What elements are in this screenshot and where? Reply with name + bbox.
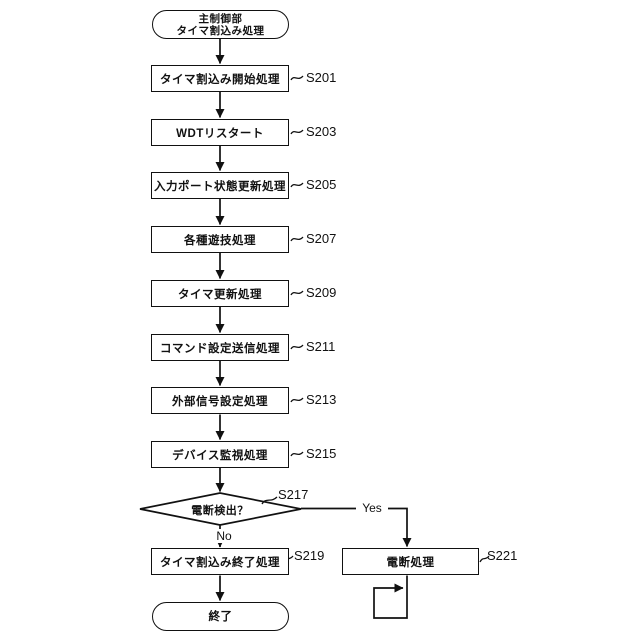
loop-connector [373, 575, 408, 619]
no-branch-label: No [209, 529, 239, 543]
step-box-s207: 各種遊技処理 [151, 226, 289, 253]
end-terminal: 終了 [152, 602, 289, 631]
step-box-s205: 入力ポート状態更新処理 [151, 172, 289, 199]
step-id-s207: S207 [306, 231, 337, 246]
step-box-s209: タイマ更新処理 [151, 280, 289, 307]
step-box-s219: タイマ割込み終了処理 [151, 548, 289, 575]
squiggle-s207 [290, 236, 304, 242]
step-id-s211: S211 [306, 339, 336, 354]
step-box-s211: コマンド設定送信処理 [151, 334, 289, 361]
step-id-s201: S201 [306, 70, 337, 85]
squiggle-s201 [290, 75, 304, 81]
decision-label: 電断検出？ [191, 505, 249, 517]
squiggle-s205 [290, 182, 304, 188]
squiggle-s203 [290, 129, 304, 135]
step-id-s205: S205 [306, 177, 337, 192]
step-box-s203: WDTリスタート [151, 119, 289, 146]
end-terminal-label: 終了 [208, 610, 233, 623]
start-terminal-line2: タイマ割込み処理 [176, 24, 265, 37]
start-terminal: 主制御部 タイマ割込み処理 [152, 10, 289, 39]
arrow-yes-branch [301, 507, 412, 547]
squiggle-s221 [479, 555, 490, 563]
step-id-s209: S209 [306, 285, 337, 300]
squiggle-s215 [290, 451, 304, 457]
step-box-s215: デバイス監視処理 [151, 441, 289, 468]
step-id-s221: S221 [487, 548, 518, 563]
step-id-s203: S203 [306, 124, 337, 139]
squiggle-s213 [290, 397, 304, 403]
squiggle-s211 [290, 344, 304, 350]
yes-branch-label: Yes [356, 501, 388, 515]
step-box-s201: タイマ割込み開始処理 [151, 65, 289, 92]
step-id-s215: S215 [306, 446, 337, 461]
step-box-s221: 電断処理 [342, 548, 479, 575]
step-box-s213: 外部信号設定処理 [151, 387, 289, 414]
squiggle-s217 [261, 496, 278, 505]
squiggle-s209 [290, 290, 304, 296]
step-id-s219: S219 [294, 548, 325, 563]
start-terminal-line1: 主制御部 [198, 12, 243, 25]
step-id-s217: S217 [278, 487, 309, 502]
step-id-s213: S213 [306, 392, 337, 407]
